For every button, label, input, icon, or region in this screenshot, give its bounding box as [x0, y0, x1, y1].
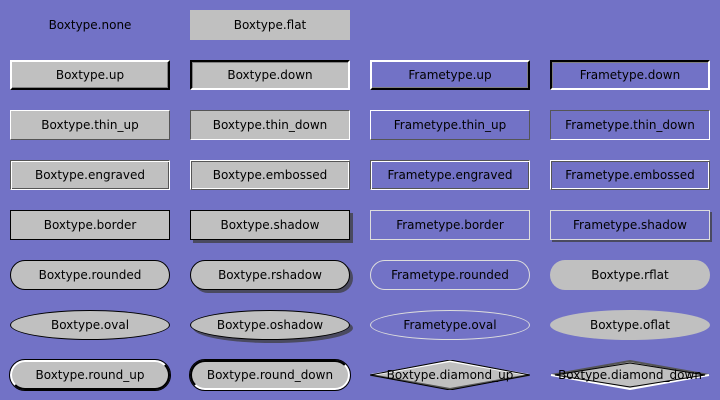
label: Boxtype.embossed	[212, 168, 328, 182]
label: Boxtype.oflat	[590, 318, 670, 332]
frame-thin-down: Frametype.thin_down	[550, 110, 710, 140]
frame-up: Frametype.up	[370, 60, 530, 90]
box-oshadow: Boxtype.oshadow	[190, 310, 350, 340]
label: Boxtype.rounded	[38, 268, 142, 282]
label: Frametype.up	[408, 68, 492, 82]
label: Boxtype.rshadow	[218, 268, 322, 282]
box-oval: Boxtype.oval	[10, 310, 170, 340]
label: Boxtype.flat	[233, 18, 307, 32]
label: Boxtype.up	[55, 68, 125, 82]
label: Frametype.engraved	[387, 168, 513, 182]
box-engraved: Boxtype.engraved	[10, 160, 170, 190]
label: Frametype.down	[579, 68, 681, 82]
label: Boxtype.shadow	[220, 218, 320, 232]
box-rflat: Boxtype.rflat	[550, 260, 710, 290]
box-round-up: Boxtype.round_up	[9, 359, 171, 391]
frame-border: Frametype.border	[370, 210, 530, 240]
box-shadow: Boxtype.shadow	[190, 210, 350, 240]
frame-down: Frametype.down	[550, 60, 710, 90]
label: Boxtype.border	[43, 218, 137, 232]
label: Boxtype.engraved	[35, 168, 145, 182]
label: Boxtype.thin_up	[41, 118, 139, 132]
label: Frametype.border	[396, 218, 504, 232]
box-flat: Boxtype.flat	[190, 10, 350, 40]
diamond-shape	[550, 360, 710, 390]
box-round-down: Boxtype.round_down	[189, 359, 351, 391]
diamond-shape	[370, 360, 530, 390]
box-down: Boxtype.down	[190, 60, 350, 90]
label: Frametype.thin_down	[565, 118, 695, 132]
label: Boxtype.rflat	[591, 268, 669, 282]
box-diamond-up: Boxtype.diamond_up	[370, 360, 530, 390]
box-rounded: Boxtype.rounded	[10, 260, 170, 290]
frame-rounded: Frametype.rounded	[370, 260, 530, 290]
label: Frametype.thin_up	[393, 118, 507, 132]
frame-engraved: Frametype.engraved	[370, 160, 530, 190]
label: Boxtype.none	[48, 18, 132, 32]
box-embossed: Boxtype.embossed	[190, 160, 350, 190]
frame-oval: Frametype.oval	[370, 310, 530, 340]
label: Frametype.oval	[403, 318, 497, 332]
label: Boxtype.round_up	[35, 368, 145, 382]
label: Boxtype.diamond_down	[558, 368, 702, 382]
box-thin-down: Boxtype.thin_down	[190, 110, 350, 140]
label: Frametype.rounded	[391, 268, 509, 282]
label: Boxtype.diamond_up	[386, 368, 514, 382]
frame-embossed: Frametype.embossed	[550, 160, 710, 190]
box-thin-up: Boxtype.thin_up	[10, 110, 170, 140]
box-rshadow: Boxtype.rshadow	[190, 260, 350, 290]
label: Boxtype.oval	[50, 318, 130, 332]
box-diamond-down: Boxtype.diamond_down	[550, 360, 710, 390]
label: Boxtype.down	[227, 68, 313, 82]
label: Boxtype.thin_down	[212, 118, 328, 132]
box-border: Boxtype.border	[10, 210, 170, 240]
box-up: Boxtype.up	[10, 60, 170, 90]
label: Frametype.embossed	[565, 168, 695, 182]
box-none: Boxtype.none	[10, 10, 170, 40]
box-oflat: Boxtype.oflat	[550, 310, 710, 340]
label: Boxtype.oshadow	[216, 318, 324, 332]
label: Frametype.shadow	[573, 218, 687, 232]
frame-shadow: Frametype.shadow	[550, 210, 710, 240]
frame-thin-up: Frametype.thin_up	[370, 110, 530, 140]
label: Boxtype.round_down	[206, 368, 334, 382]
